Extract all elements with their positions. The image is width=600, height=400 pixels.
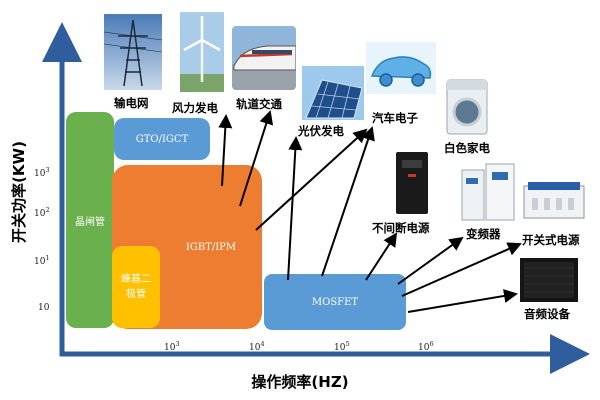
photovoltaic-photo <box>302 66 364 120</box>
ups-photo <box>392 150 432 216</box>
label-photovoltaic: 光伏发电 <box>298 123 344 139</box>
diode-block: 峰基二极管 <box>112 246 160 328</box>
y-tick-label: 10 <box>38 300 49 313</box>
switching-supply-photo <box>522 178 586 224</box>
label-power-grid: 输电网 <box>114 95 149 111</box>
label-white-goods: 白色家电 <box>444 140 490 156</box>
ups-unit-icon <box>392 150 432 216</box>
mosfet-block: MOSFET <box>264 274 406 330</box>
label-wind-power: 风力发电 <box>172 100 218 116</box>
label-inverter: 变频器 <box>466 226 501 242</box>
wind-power-photo <box>180 12 224 92</box>
white-goods-photo <box>444 78 490 136</box>
y-tick-label: 101 <box>34 254 50 267</box>
car-icon <box>366 42 436 94</box>
x-axis-title: 操作频率(HZ) <box>220 371 380 392</box>
wind-turbine-icon <box>180 12 224 92</box>
label-ups: 不间断电源 <box>372 220 430 236</box>
speaker-icon <box>518 256 580 304</box>
solar-panel-icon <box>302 66 364 120</box>
washing-machine-icon <box>444 78 490 136</box>
label-switching-supply: 开关式电源 <box>522 232 580 248</box>
power-grid-photo <box>104 14 162 90</box>
audio-photo <box>518 256 580 304</box>
train-icon <box>232 26 296 90</box>
label-audio: 音频设备 <box>524 306 570 322</box>
label-auto-electronics: 汽车电子 <box>372 110 418 126</box>
x-tick-label: 103 <box>164 340 180 353</box>
x-tick-label: 104 <box>249 340 265 353</box>
y-tick-label: 103 <box>34 166 50 179</box>
rail-transit-photo <box>232 26 296 90</box>
label-rail-transit: 轨道交通 <box>236 96 282 112</box>
x-tick-label: 105 <box>334 340 350 353</box>
y-tick-label: 102 <box>34 206 50 219</box>
y-axis-title: 开关功率(KW) <box>8 132 28 252</box>
frequency-inverter-icon <box>460 160 516 222</box>
x-tick-label: 106 <box>418 340 434 353</box>
transmission-tower-icon <box>104 14 162 90</box>
inverter-photo <box>460 160 516 222</box>
gto-igct-block: GTO/IGCT <box>114 118 210 160</box>
switching-power-supply-icon <box>522 178 586 224</box>
auto-electronics-photo <box>366 42 436 94</box>
thyristor-block: 晶闸管 <box>66 112 114 328</box>
